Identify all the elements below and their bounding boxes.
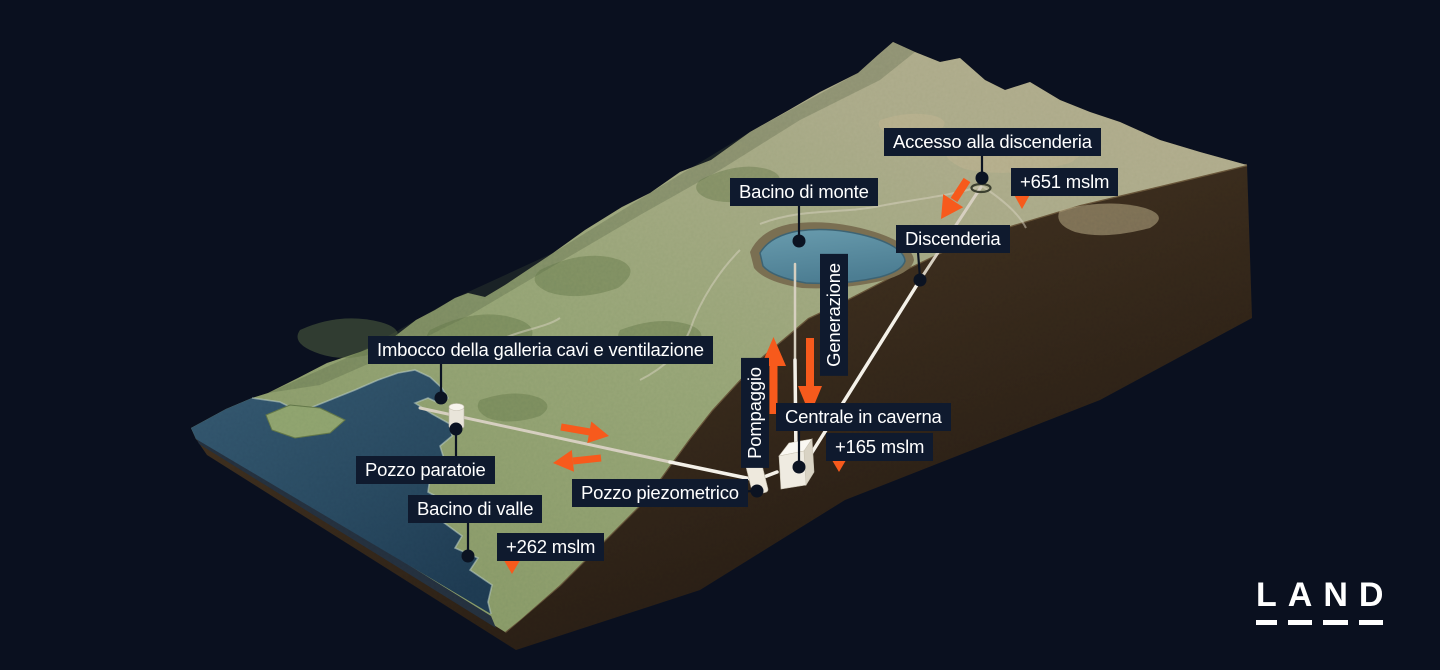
marker-dot-pozzo-paratoie [449,422,463,436]
label-elevation-165: +165 mslm [826,433,934,461]
pozzo-paratoie-cylinder [448,403,465,429]
label-elevation-262: +262 mslm [497,533,605,561]
logo-letter: L [1256,578,1277,625]
marker-dot-pozzo-piezometrico [750,484,764,498]
label-bacino-di-valle: Bacino di valle [408,495,543,523]
marker-dot-bacino-monte [792,234,806,248]
marker-dot-discenderia [913,273,927,287]
logo-letter: N [1323,578,1348,625]
marker-dot-imbocco [434,391,448,405]
land-logo: L A N D [1256,578,1384,625]
structures [448,182,992,496]
logo-letter: A [1287,578,1313,625]
label-elevation-651: +651 mslm [1011,168,1119,196]
label-generazione: Generazione [820,254,848,376]
marker-dots [434,171,989,563]
discenderia-tunnel [804,278,922,464]
label-pozzo-piezometrico: Pozzo piezometrico [572,479,748,507]
descent-arrow-icon [941,177,971,219]
label-imbocco-galleria: Imbocco della galleria cavi e ventilazio… [368,336,713,364]
label-discenderia: Discenderia [896,225,1010,253]
label-centrale-in-caverna: Centrale in caverna [776,403,951,431]
label-pompaggio: Pompaggio [741,358,769,468]
tunnel-flow-right-arrow-icon [560,421,609,444]
elevation-marker-262-icon [502,557,522,574]
marker-dot-centrale [792,460,806,474]
generation-flow-down-arrow-icon [798,338,822,415]
marker-dot-accesso [975,171,989,185]
marker-dot-bacino-valle [461,549,475,563]
label-accesso-discenderia: Accesso alla discenderia [884,128,1101,156]
flow-arrows [553,177,971,472]
logo-letter: D [1358,578,1384,625]
tunnel-flow-left-arrow-icon [553,450,602,472]
label-pozzo-paratoie: Pozzo paratoie [356,456,495,484]
label-bacino-di-monte: Bacino di monte [730,178,878,206]
